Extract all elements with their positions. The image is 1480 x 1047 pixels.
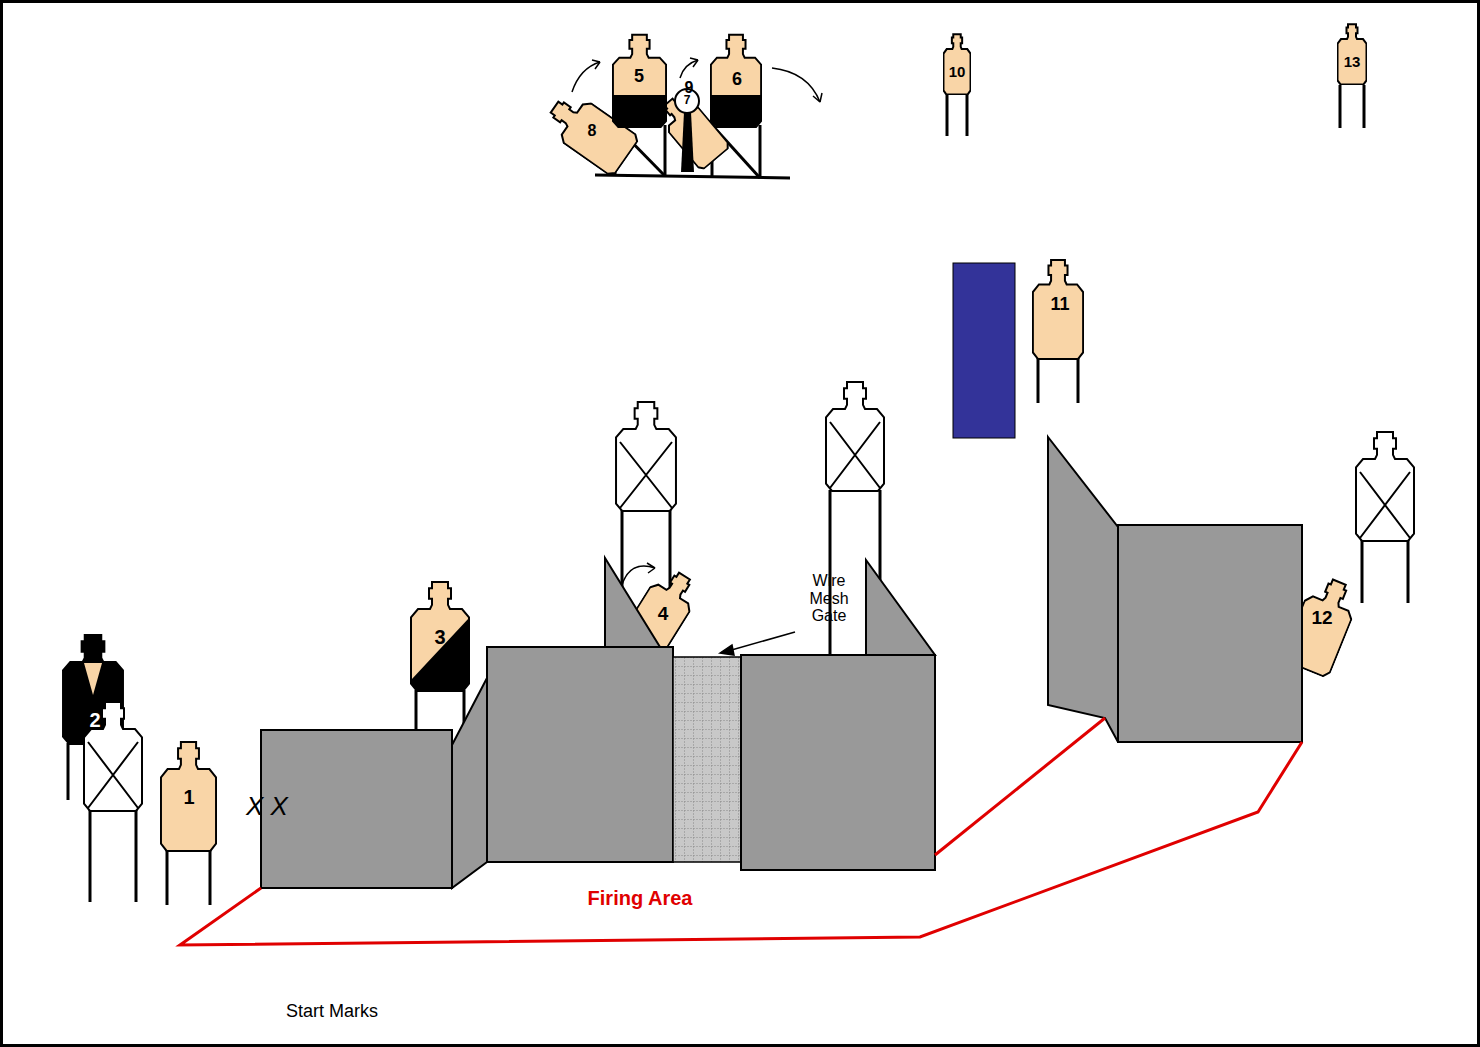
callout-number: 8 (588, 122, 597, 140)
no-shoot-left (84, 702, 142, 902)
wall (261, 730, 452, 888)
target-13 (1338, 24, 1367, 128)
area-label: Firing Area (588, 887, 693, 909)
callout-number: 3 (434, 626, 445, 648)
plate-stand (675, 89, 699, 172)
callout-number: 4 (658, 604, 669, 625)
target-1 (161, 742, 216, 905)
target-10 (943, 34, 970, 136)
wall-flap (605, 558, 660, 647)
start-mark: X X (246, 792, 288, 821)
callout-number: 5 (634, 67, 644, 87)
wall-panel (1048, 437, 1118, 742)
swing-arrow (622, 563, 655, 585)
blue-barrel (953, 263, 1015, 438)
callout-number: 11 (1050, 295, 1069, 315)
target-3 (411, 582, 469, 730)
callout-number: 10 (949, 64, 966, 81)
firing-area-line (935, 718, 1105, 855)
callout-number: 2 (89, 709, 100, 731)
motion-arrows (572, 58, 822, 102)
mesh-gate (673, 657, 741, 862)
callout-number: 1 (183, 786, 194, 808)
wall (1118, 525, 1302, 742)
callout-number: 12 (1311, 608, 1332, 629)
firing-area-line (180, 742, 1302, 945)
callout-number: 6 (732, 70, 742, 90)
callout-text: Start Marks (286, 1002, 378, 1022)
callout-text: Wire Mesh Gate (799, 572, 859, 625)
wall (487, 647, 673, 862)
no-shoot-right (1356, 432, 1414, 603)
target-6 (711, 35, 761, 127)
target-11 (1033, 260, 1083, 403)
wall (741, 655, 935, 870)
leader-arrow (720, 632, 795, 655)
no-shoot (616, 402, 676, 600)
callout-number: 7 (684, 94, 691, 107)
callout-number: 13 (1344, 54, 1361, 71)
wall-panel (452, 678, 487, 888)
wall-flap (866, 560, 935, 655)
target-5 (613, 35, 666, 127)
